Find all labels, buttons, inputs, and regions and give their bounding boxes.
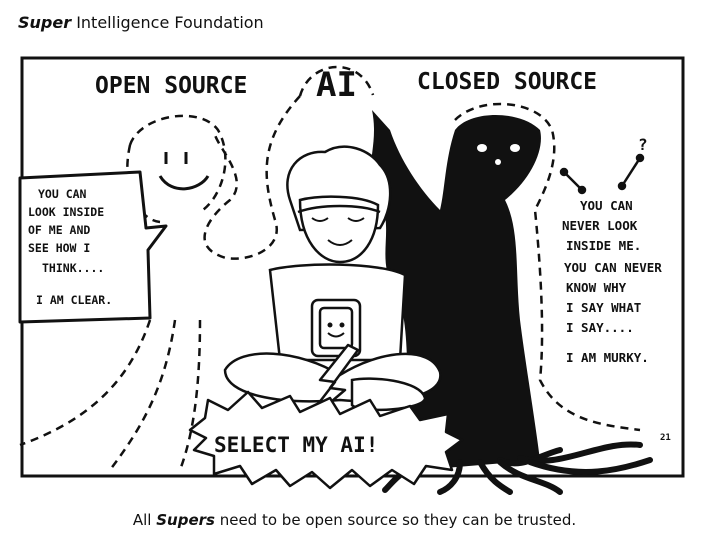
select-my-ai-label: SELECT MY AI! [214, 433, 378, 457]
left-speech-bubble [18, 170, 168, 324]
right-line-4: YOU CAN NEVER [564, 260, 662, 275]
left-line-1: YOU CAN [38, 187, 87, 201]
dashed-arc-ai [298, 65, 375, 97]
open-ghost-face [158, 152, 210, 191]
right-line-6: I SAY WHAT [566, 300, 641, 315]
caption-pre: All [132, 511, 157, 529]
caption-bold: Supers [156, 511, 215, 529]
left-line-3: OF ME AND [28, 223, 90, 237]
right-line-2: NEVER LOOK [562, 218, 638, 233]
kid-character [223, 145, 442, 412]
kid-phone-screen [318, 306, 354, 350]
left-line-5: THINK.... [42, 261, 104, 275]
open-ghost-tail-2 [108, 319, 177, 471]
page-number: 21 [660, 433, 671, 443]
select-burst [188, 390, 464, 490]
right-line-3: INSIDE ME. [566, 238, 641, 253]
caption-post: need to be open source so they can be tr… [214, 511, 577, 529]
title-closed-source: CLOSED SOURCE [417, 69, 597, 95]
left-bubble-text: YOU CAN LOOK INSIDE OF ME AND SEE HOW I … [28, 187, 112, 307]
right-text-block: YOU CAN NEVER LOOK INSIDE ME. YOU CAN NE… [562, 198, 662, 365]
right-line-7: I SAY.... [566, 320, 634, 335]
right-line-5: KNOW WHY [566, 280, 627, 295]
title-ai: AI [316, 65, 357, 105]
kid-goggles [297, 204, 381, 214]
right-line-8: I AM MURKY. [566, 350, 649, 365]
left-line-2: LOOK INSIDE [28, 205, 104, 219]
kid-face-details [311, 217, 365, 338]
open-ghost-tail-3 [178, 319, 202, 471]
page-header: Super Intelligence Foundation [18, 13, 264, 32]
closed-ghost-face [477, 144, 520, 165]
title-open-source: OPEN SOURCE [95, 73, 247, 99]
right-line-1: YOU CAN [580, 198, 633, 213]
brand-rest: Intelligence Foundation [71, 13, 264, 32]
left-line-6: I AM CLEAR. [36, 293, 112, 307]
brand-bold: Super [18, 13, 72, 32]
dashed-divider-left [203, 95, 301, 260]
left-line-4: SEE HOW I [28, 241, 90, 255]
question-mark: ? [638, 135, 648, 154]
kid-face [298, 195, 380, 264]
closed-ghost-pointers [559, 153, 645, 195]
open-ghost-outline [126, 114, 227, 224]
open-ghost-tail [19, 319, 152, 447]
caption: All Supers need to be open source so the… [0, 511, 709, 529]
